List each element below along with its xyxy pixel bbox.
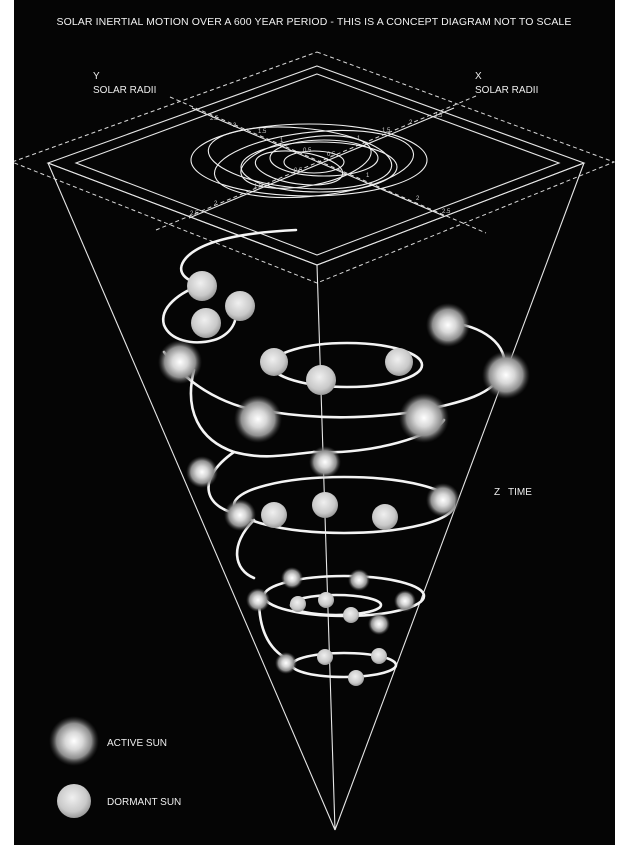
y-axis-letter: Y — [93, 71, 100, 82]
dormant-sun-icon — [187, 271, 217, 301]
dormant-sun-icon — [372, 504, 398, 530]
dormant-sun-icon — [306, 365, 336, 395]
dormant-sun-icon — [348, 670, 364, 686]
active-sun-icon — [348, 569, 370, 591]
y-axis-label: SOLAR RADII — [93, 85, 156, 96]
x-axis-letter: X — [475, 71, 482, 82]
dormant-sun-icon — [260, 348, 288, 376]
dormant-sun-icon — [312, 492, 338, 518]
dormant-sun-icon — [261, 502, 287, 528]
tick-label: 2.5 — [210, 116, 219, 122]
active-sun-icon — [246, 588, 270, 612]
active-sun-icon — [186, 456, 218, 488]
active-sun-icon — [368, 613, 390, 635]
tick-label: 1 — [366, 173, 370, 179]
solar-motion-diagram: SOLAR INERTIAL MOTION OVER A 600 YEAR PE… — [14, 0, 615, 845]
dormant-sun-icon — [318, 592, 334, 608]
active-sun-icon — [482, 351, 530, 399]
dormant-sun-icon — [343, 607, 359, 623]
dormant-sun-icon — [317, 649, 333, 665]
tick-label: 0.5 — [303, 148, 312, 154]
active-sun-icon — [224, 499, 256, 531]
legend: ACTIVE SUN DORMANT SUN — [49, 716, 181, 818]
active-sun-icon — [234, 395, 282, 443]
z-axis-letter: Z — [494, 487, 500, 498]
active-sun-icon — [426, 483, 460, 517]
legend-dormant-label: DORMANT SUN — [107, 797, 181, 808]
active-sun-icon — [426, 303, 470, 347]
active-sun-icon — [309, 446, 341, 478]
tick-label: 2.5 — [190, 211, 199, 217]
dormant-sun-icon — [225, 291, 255, 321]
active-sun-icon — [275, 652, 297, 674]
active-sun-icon — [281, 567, 303, 589]
legend-dormant-sun-icon — [57, 784, 91, 818]
x-axis-label: SOLAR RADII — [475, 85, 538, 96]
dormant-sun-icon — [371, 648, 387, 664]
dormant-sun-icon — [191, 308, 221, 338]
tick-label: 1.5 — [382, 128, 391, 134]
active-sun-icon — [158, 340, 202, 384]
diagram-panel: SOLAR INERTIAL MOTION OVER A 600 YEAR PE… — [14, 0, 615, 845]
active-sun-icon — [399, 393, 449, 443]
legend-active-sun-icon — [49, 716, 99, 766]
dormant-sun-icon — [290, 596, 306, 612]
tick-label: 0.5 — [294, 168, 303, 174]
tick-label: 2.5 — [434, 113, 443, 119]
diagram-title: SOLAR INERTIAL MOTION OVER A 600 YEAR PE… — [57, 16, 572, 28]
tick-label: 2 — [416, 196, 420, 202]
tick-label: 0.5 — [327, 152, 336, 158]
legend-active-label: ACTIVE SUN — [107, 738, 167, 749]
dormant-sun-icon — [385, 348, 413, 376]
active-sun-icon — [394, 590, 416, 612]
tick-label: 1.5 — [254, 184, 263, 190]
tick-label: 1 — [357, 136, 361, 142]
tick-label: 1.5 — [258, 129, 267, 135]
z-axis-label: TIME — [508, 487, 532, 498]
